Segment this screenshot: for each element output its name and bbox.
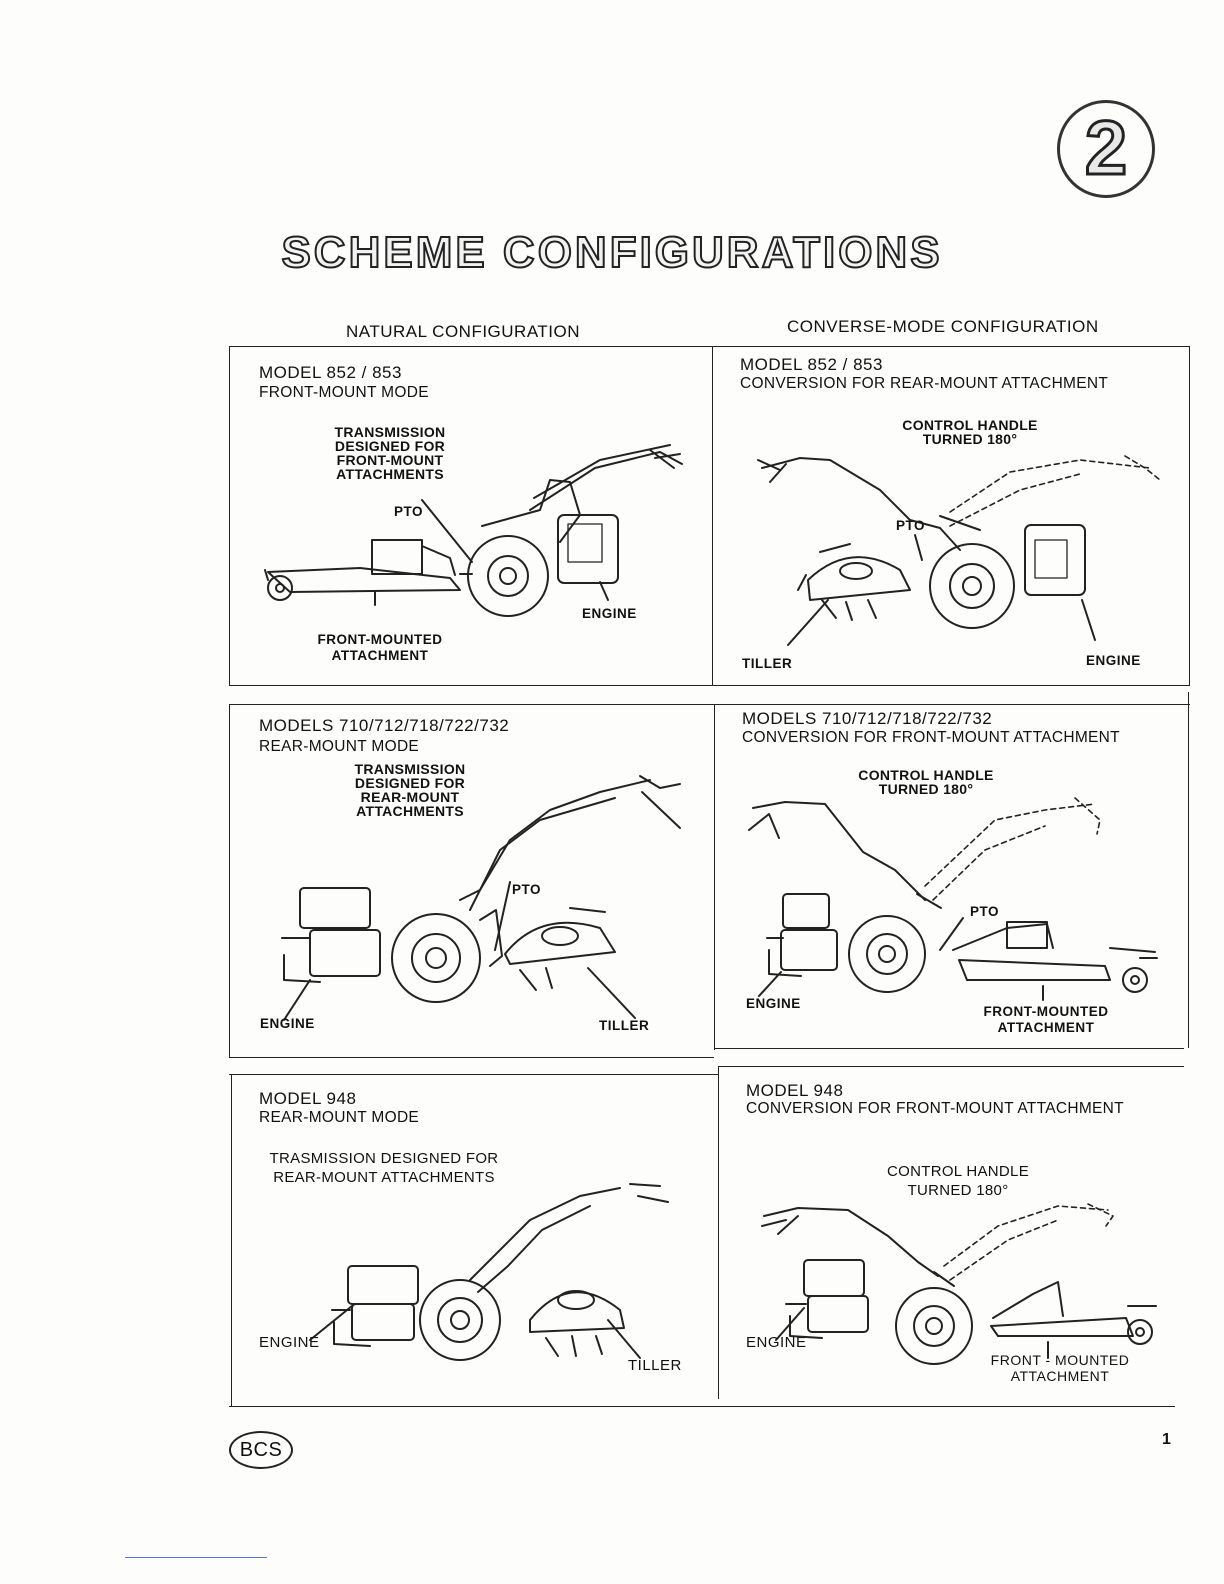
panel-5-mode: REAR-MOUNT MODE [259, 1108, 419, 1127]
row-3-top-line-left [229, 1074, 719, 1075]
panel-2-mode: CONVERSION FOR REAR-MOUNT ATTACHMENT [740, 374, 1108, 393]
panel-4-illustration [745, 790, 1170, 1000]
row-2-bottom-line-left [229, 1057, 714, 1058]
panel-1-mode: FRONT-MOUNT MODE [259, 383, 429, 402]
row-2-divider [714, 704, 715, 1050]
panel-6-model: MODEL 948 [746, 1081, 843, 1101]
row-3-left-line [231, 1074, 232, 1407]
panel-1-model: MODEL 852 / 853 [259, 363, 402, 383]
column-heading-natural: NATURAL CONFIGURATION [346, 322, 580, 342]
row-3-bottom-line [229, 1406, 1175, 1407]
panel-3-mode: REAR-MOUNT MODE [259, 737, 419, 756]
row-2-bottom-line-right [714, 1048, 1184, 1049]
footer-rule [125, 1557, 267, 1558]
panel-5-illustration [290, 1180, 690, 1370]
panel-3-model: MODELS 710/712/718/722/732 [259, 716, 509, 736]
panel-2-model: MODEL 852 / 853 [740, 355, 883, 375]
panel-3-illustration [270, 770, 690, 1020]
panel-3-tiller-label: TILLER [599, 1018, 649, 1034]
column-heading-converse: CONVERSE-MODE CONFIGURATION [787, 317, 1099, 337]
panel-2-tiller-label: TILLER [742, 656, 792, 672]
page-number: 1 [1162, 1431, 1171, 1449]
row-1-divider [712, 346, 713, 686]
panel-4-model: MODELS 710/712/718/722/732 [742, 709, 992, 729]
panel-6-mode: CONVERSION FOR FRONT-MOUNT ATTACHMENT [746, 1099, 1124, 1118]
panel-5-model: MODEL 948 [259, 1089, 356, 1109]
row-2-right-line [1188, 692, 1189, 1048]
row-2-top-line [229, 704, 1190, 705]
row-2-left-line [229, 704, 230, 1058]
row-3-top-line-right [719, 1066, 1184, 1067]
page-title: SCHEME CONFIGURATIONS [0, 228, 1224, 278]
row-3-divider [718, 1066, 719, 1399]
section-number: 2 [1085, 111, 1127, 187]
panel-2-illustration [750, 440, 1170, 650]
section-number-badge: 2 [1057, 100, 1155, 198]
panel-4-mode: CONVERSION FOR FRONT-MOUNT ATTACHMENT [742, 728, 1120, 747]
bcs-logo: BCS [229, 1431, 293, 1469]
panel-1-illustration [250, 440, 690, 640]
panel-2-engine-label: ENGINE [1086, 653, 1141, 669]
panel-6-illustration [758, 1196, 1168, 1376]
